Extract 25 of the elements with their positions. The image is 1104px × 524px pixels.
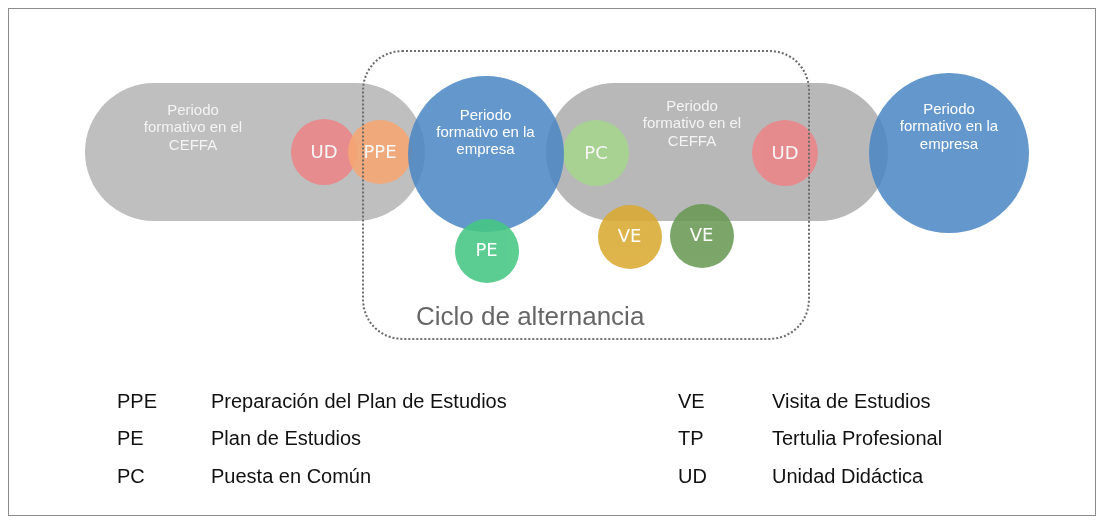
legend-description: Puesta en Común (211, 465, 372, 488)
node-label: PE (475, 240, 498, 261)
node-label: VE (617, 226, 642, 247)
legend-description: Unidad Didáctica (772, 465, 924, 488)
node-label: Periodo formativo en la empresa (898, 100, 1000, 152)
legend-abbreviation: TP (678, 427, 704, 450)
legend-description: Plan de Estudios (211, 427, 362, 450)
legend-abbreviation: PC (117, 465, 145, 488)
legend-abbreviation: UD (678, 465, 707, 488)
node-label: Periodo formativo en la empresa (435, 105, 536, 158)
legend-description: Visita de Estudios (772, 390, 931, 413)
legend-abbreviation: PE (117, 427, 144, 450)
node-label: UD (771, 142, 799, 164)
node-label: Periodo formativo en el CEFFA (641, 97, 743, 149)
legend-description: Preparación del Plan de Estudios (211, 390, 507, 413)
legend-abbreviation: VE (678, 390, 705, 413)
node-label: PPE (363, 141, 397, 163)
cycle-frame (362, 50, 810, 340)
legend-abbreviation: PPE (117, 390, 158, 413)
legend-description: Tertulia Profesional (772, 427, 943, 450)
node-label: Ciclo de alternancia (416, 302, 645, 332)
node-label: VE (689, 225, 714, 246)
activity-circle (348, 120, 412, 184)
node-label: PC (584, 142, 608, 164)
node-label: UD (310, 141, 338, 163)
